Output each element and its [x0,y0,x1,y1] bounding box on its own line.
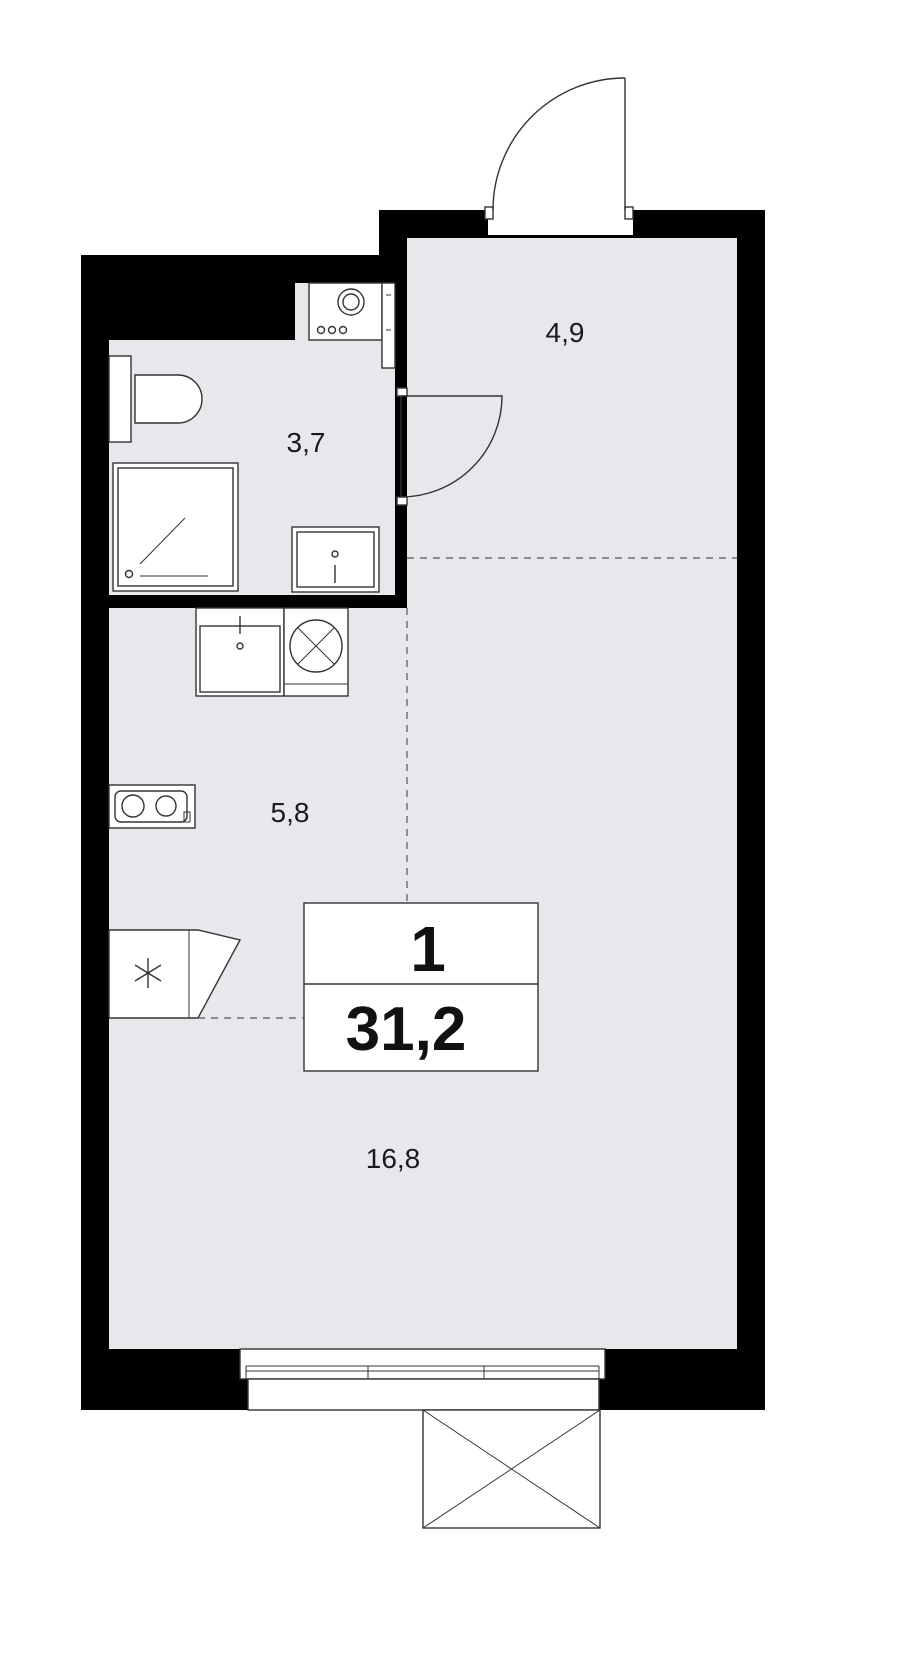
inner-walls [81,255,407,608]
window [239,1348,606,1411]
room-count: 1 [410,913,446,985]
bathroom-bottom-wall [81,595,407,608]
dishwasher-body [283,607,349,697]
bathroom-sink-icon [291,526,380,593]
washer-drum [337,288,365,316]
refrigerator-body [108,929,242,1019]
bathroom-door-jamb-bottom [396,496,408,506]
bathroom-door [396,387,503,506]
bathroom-door-jamb-top [396,387,408,397]
door-jamb-left [484,206,494,220]
bathroom-door-arc [400,395,503,498]
cooktop-body [108,784,196,829]
cooktop-burner-large [121,794,145,818]
floors [109,238,737,1349]
dishwasher-icon [283,607,349,697]
sink-basin [296,531,375,588]
room-area-kitchen: 5,8 [271,797,310,828]
door-jamb-right [624,206,634,220]
room-area-vestibule: 4,9 [546,317,585,348]
washing-machine-icon [308,282,396,369]
door-swing-arc [492,77,626,211]
window-frame [239,1348,606,1380]
toilet-icon [108,355,203,443]
total-area: 31,2 [346,995,467,1064]
bathroom-side-wall-upper [395,255,407,388]
bathroom-side-wall-lower [395,505,407,608]
snowflake-icon [134,958,162,988]
kitchen-sink-icon [195,607,285,697]
shower-icon [112,462,239,592]
shower-drain [124,569,134,579]
refrigerator-icon [108,929,242,1019]
info-box-frame [303,902,539,1072]
room-area-living: 16,8 [366,1143,421,1174]
shower-tray-inner [117,467,234,587]
vestibule-floor [407,238,737,558]
cooktop-icon [108,784,196,829]
apartment-info-box: 1 31,2 [303,902,539,1072]
zone-dividers [198,557,737,1019]
entrance-door [484,77,634,220]
towel-rail [381,282,396,369]
toilet-bowl [134,374,203,424]
room-area-bathroom: 3,7 [287,427,326,458]
toilet-tank [108,355,132,443]
window-sill [247,1378,600,1411]
cooktop-burner-small [155,795,177,817]
balcony [422,1409,601,1529]
washer-body [308,282,383,341]
